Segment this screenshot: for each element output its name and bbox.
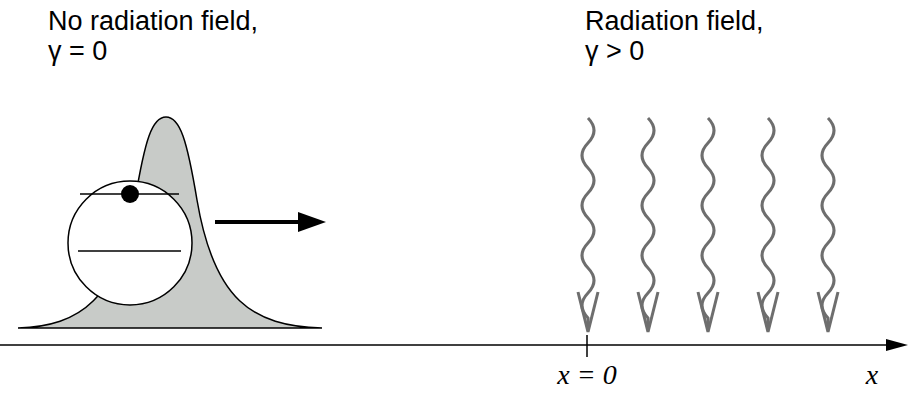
axis-label: x = 0 bbox=[557, 360, 616, 390]
axis-label: x bbox=[866, 360, 878, 390]
photon-arrow bbox=[698, 118, 718, 332]
electron-dot bbox=[121, 185, 139, 203]
wave-packet bbox=[18, 117, 322, 328]
region-label: Radiation field, γ > 0 bbox=[585, 6, 781, 66]
axis-arrowhead bbox=[886, 339, 908, 351]
x-axis bbox=[0, 344, 890, 346]
photon-arrow bbox=[818, 118, 838, 332]
photon-arrow bbox=[758, 118, 778, 332]
motion-arrowhead bbox=[298, 212, 326, 232]
region-label: No radiation field, γ = 0 bbox=[48, 6, 270, 66]
lower-level bbox=[78, 250, 181, 252]
atom-circle bbox=[68, 181, 192, 305]
photon-arrow bbox=[638, 118, 658, 332]
photon-arrow bbox=[578, 118, 598, 332]
origin-tick bbox=[586, 335, 588, 357]
motion-arrow bbox=[215, 220, 302, 224]
